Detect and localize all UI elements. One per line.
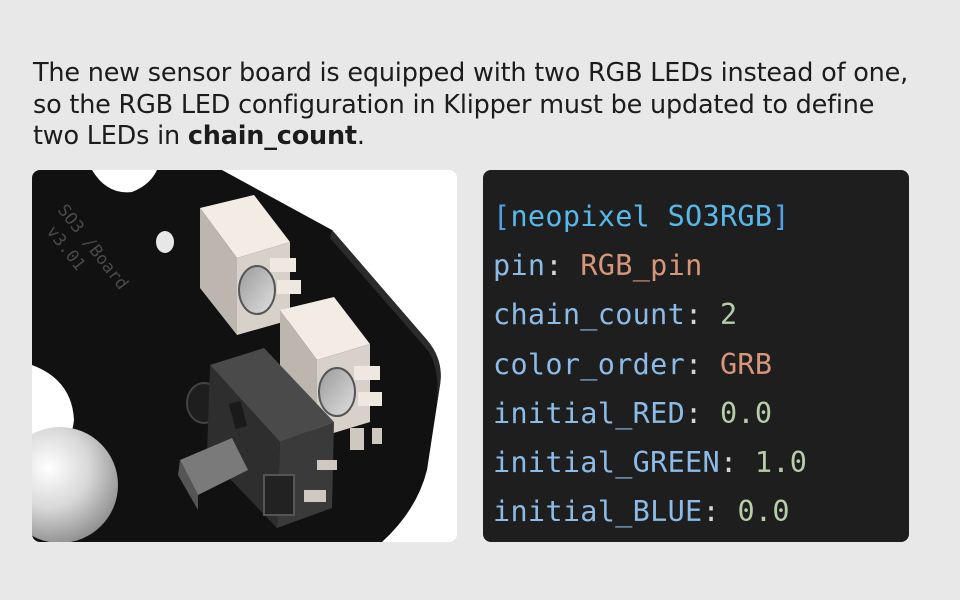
- config-key: initial_BLUE: [493, 495, 703, 529]
- rgb-led-1: [200, 195, 301, 335]
- config-value: 2: [719, 298, 738, 332]
- code-line-chain-count: chain_count: 2: [493, 290, 807, 339]
- code-line-initial-red: initial_RED: 0.0: [493, 389, 807, 438]
- intro-keyword: chain_count: [187, 121, 357, 151]
- config-key: pin: [493, 249, 546, 283]
- config-key: color_order: [493, 347, 686, 381]
- code-line-section: [neopixel SO3RGB]: [493, 192, 807, 241]
- section-name: neopixel SO3RGB: [510, 200, 773, 233]
- smd-component: [372, 428, 382, 444]
- config-key: initial_RED: [493, 396, 686, 430]
- code-line-color-order: color_order: GRB: [493, 340, 807, 389]
- config-colon: :: [685, 347, 720, 381]
- config-value: RGB_pin: [580, 249, 703, 283]
- sensor-board-render: SO3 /Board v3.01: [32, 170, 457, 542]
- rgb-led-2: [280, 297, 382, 438]
- config-colon: :: [685, 298, 720, 332]
- code-line-initial-blue: initial_BLUE: 0.0: [493, 487, 807, 536]
- klipper-config-code: [neopixel SO3RGB] pin: RGB_pin chain_cou…: [483, 170, 909, 542]
- config-colon: :: [545, 249, 581, 283]
- config-value: GRB: [719, 347, 773, 381]
- optical-sensor: [178, 348, 337, 528]
- intro-paragraph: The new sensor board is equipped with tw…: [33, 58, 913, 153]
- config-colon: :: [719, 445, 755, 479]
- code-line-pin: pin: RGB_pin: [493, 241, 807, 290]
- section-bracket-close: ]: [772, 200, 790, 233]
- pcb-edge: [330, 230, 441, 410]
- config-colon: :: [702, 495, 738, 529]
- config-value: 0.0: [719, 396, 773, 430]
- pcb-board: [32, 170, 441, 542]
- code-lines: [neopixel SO3RGB] pin: RGB_pin chain_cou…: [493, 192, 807, 536]
- config-value: 0.0: [737, 495, 790, 529]
- intro-period: .: [356, 121, 365, 151]
- config-value: 1.0: [754, 445, 808, 479]
- smd-component: [350, 428, 364, 450]
- mount-hole: [156, 231, 174, 253]
- config-key: chain_count: [493, 298, 686, 332]
- config-colon: :: [685, 396, 720, 430]
- config-key: initial_GREEN: [493, 445, 720, 479]
- steel-ball: [32, 427, 118, 542]
- board-illustration: SO3 /Board v3.01: [32, 170, 441, 542]
- intro-text: The new sensor board is equipped with tw…: [33, 58, 909, 151]
- section-bracket-open: [: [493, 200, 511, 233]
- code-line-initial-green: initial_GREEN: 1.0: [493, 438, 807, 487]
